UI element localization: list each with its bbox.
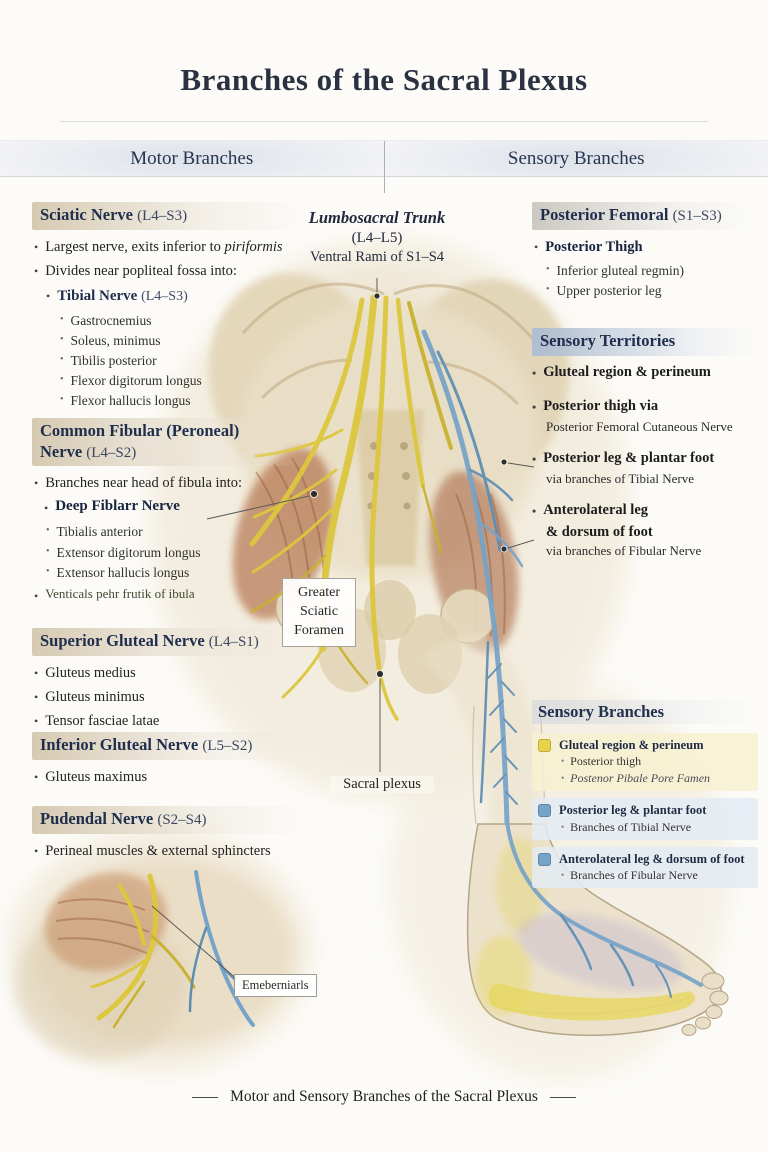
sciatic-fact-2: • Divides near popliteal fossa into: <box>32 261 308 282</box>
lumbosacral-trunk-label: Lumbosacral Trunk (L4–L5) Ventral Rami o… <box>308 208 446 265</box>
legend-entry: Posterior leg & plantar foot •Branches o… <box>532 798 758 840</box>
greater-sciatic-foramen-label: Greater Sciatic Foramen <box>282 578 356 647</box>
gluteal-inset <box>15 858 293 1060</box>
footer-caption: Motor and Sensory Branches of the Sacral… <box>0 1088 768 1106</box>
bullet-glyph: • <box>561 821 565 832</box>
muscle-item: •Gluteus maximus <box>32 767 308 788</box>
bullet-glyph: • <box>46 545 50 557</box>
fibular-note: • Venticals pehr frutik of ibula <box>32 586 308 607</box>
territory-item: •Anterolateral leg & dorsum of foot via … <box>532 502 702 559</box>
muscle-item: •Perineal muscles & external sphincters <box>32 841 308 862</box>
pudendal-heading: Pudendal Nerve (S2–S4) <box>32 806 308 834</box>
bullet-glyph: • <box>34 588 39 603</box>
legend-entry: Gluteal region & perineum •Posterior thi… <box>532 733 758 792</box>
motor-branches-header: Motor Branches <box>0 141 384 177</box>
bullet-glyph: • <box>60 313 64 325</box>
bullet-glyph: • <box>34 665 39 680</box>
bullet-glyph: • <box>46 525 50 537</box>
inferior-gluteal-nerve-section: Inferior Gluteal Nerve (L5–S2) •Gluteus … <box>32 732 308 791</box>
bullet-glyph: • <box>532 365 537 380</box>
posterior-femoral-sub: •Inferior gluteal regmin) <box>532 261 758 280</box>
bullet-glyph: • <box>60 374 64 386</box>
bullet-glyph: • <box>546 263 550 275</box>
common-fibular-heading: Common Fibular (Peroneal) Nerve (L4–S2) <box>32 418 308 467</box>
posterior-femoral-section: Posterior Femoral (S1–S3) • Posterior Th… <box>532 202 758 301</box>
footer-rule-right <box>549 1096 576 1098</box>
nerve-roots: (L4–S3) <box>137 208 188 224</box>
muscle-item: •Flexor hallucis longus <box>32 391 308 410</box>
muscle-item: •Tensor fasciae latae <box>32 711 308 732</box>
sensory-branches-header: Sensory Branches <box>384 141 768 177</box>
sensory-legend: Sensory Branches Gluteal region & perine… <box>532 700 758 895</box>
legend-heading: Sensory Branches <box>532 700 758 724</box>
sensory-territories-heading: Sensory Territories <box>532 328 758 356</box>
column-divider <box>383 141 385 193</box>
legend-swatch <box>538 804 551 818</box>
muscle-item: •Tibialis anterior <box>32 522 308 541</box>
muscle-item: •Gluteus minimus <box>32 687 308 708</box>
muscle-item: •Flexor digitorum longus <box>32 371 308 390</box>
bullet-glyph: • <box>561 773 565 784</box>
bullet-glyph: • <box>34 689 39 704</box>
legend-entry: Anterolateral leg & dorsum of foot •Bran… <box>532 846 758 889</box>
legend-swatch <box>538 739 551 752</box>
leader-lines <box>151 278 535 981</box>
superior-gluteal-heading: Superior Gluteal Nerve (L4–S1) <box>32 628 308 656</box>
nerve-name: Sciatic Nerve <box>40 205 133 224</box>
bullet-glyph: • <box>34 476 39 491</box>
bullet-glyph: • <box>561 870 565 881</box>
bullet-glyph: • <box>532 451 537 466</box>
bullet-glyph: • <box>532 504 537 518</box>
posterior-thigh-item: • Posterior Thigh <box>532 237 758 258</box>
bullet-glyph: • <box>34 843 39 858</box>
legend-swatch <box>538 852 551 866</box>
bullet-glyph: • <box>34 713 39 728</box>
bullet-glyph: • <box>34 769 39 784</box>
tibial-nerve-subheading: • Tibial Nerve (L4–S3) <box>32 286 308 307</box>
muscle-item: •Tibilis posterior <box>32 351 308 370</box>
territory-item: •Posterior leg & plantar foot via branch… <box>532 449 715 486</box>
gluteal-inset-label: Emeberniarls <box>234 974 317 997</box>
inferior-gluteal-heading: Inferior Gluteal Nerve (L5–S2) <box>32 732 308 760</box>
common-fibular-nerve-section: Common Fibular (Peroneal) Nerve (L4–S2) … <box>32 418 308 607</box>
sacral-plexus-label: Sacral plexus <box>330 776 434 793</box>
muscle-item: •Extensor digitorum longus <box>32 543 308 562</box>
bullet-glyph: • <box>532 399 537 414</box>
bullet-glyph: • <box>46 288 51 303</box>
bullet-glyph: • <box>44 501 49 516</box>
footer-rule-left <box>192 1096 219 1098</box>
page-title: Branches of the Sacral Plexus <box>180 62 588 97</box>
sciatic-fact-1: • Largest nerve, exits inferior to pirif… <box>32 237 308 258</box>
bullet-glyph: • <box>546 283 550 295</box>
posterior-femoral-heading: Posterior Femoral (S1–S3) <box>532 202 758 230</box>
blue-nerves <box>421 329 703 998</box>
muscle-item: •Soleus, minimus <box>32 331 308 350</box>
muscle-item: •Extensor hallucis longus <box>32 563 308 582</box>
sciatic-nerve-section: Sciatic Nerve (L4–S3) • Largest nerve, e… <box>32 202 308 412</box>
title-divider <box>60 121 708 122</box>
superior-gluteal-nerve-section: Superior Gluteal Nerve (L4–S1) •Gluteus … <box>32 628 308 735</box>
territory-item: •Gluteal region & perineum <box>532 363 758 384</box>
bullet-glyph: • <box>34 239 39 254</box>
sensory-territories-section: Sensory Territories •Gluteal region & pe… <box>532 328 758 573</box>
bullet-glyph: • <box>60 394 64 406</box>
bullet-glyph: • <box>60 333 64 345</box>
sciatic-nerve-heading: Sciatic Nerve (L4–S3) <box>32 202 308 230</box>
bullet-glyph: • <box>34 263 39 278</box>
deep-fibular-branch: • Deep Fiblarr Nerve <box>32 498 308 519</box>
pudendal-nerve-section: Pudendal Nerve (S2–S4) •Perineal muscles… <box>32 806 308 865</box>
posterior-femoral-sub: •Upper posterior leg <box>532 281 758 300</box>
bullet-glyph: • <box>561 756 565 767</box>
column-headers: Motor Branches Sensory Branches <box>0 140 768 193</box>
bullet-glyph: • <box>60 354 64 366</box>
territory-item: •Posterior thigh via Posterior Femoral C… <box>532 397 733 434</box>
muscle-item: •Gluteus medius <box>32 663 308 684</box>
bullet-glyph: • <box>534 239 539 254</box>
muscle-item: •Gastrocnemius <box>32 311 308 330</box>
bullet-glyph: • <box>46 565 50 577</box>
fibular-fact-1: • Branches near head of fibula into: <box>32 473 308 494</box>
